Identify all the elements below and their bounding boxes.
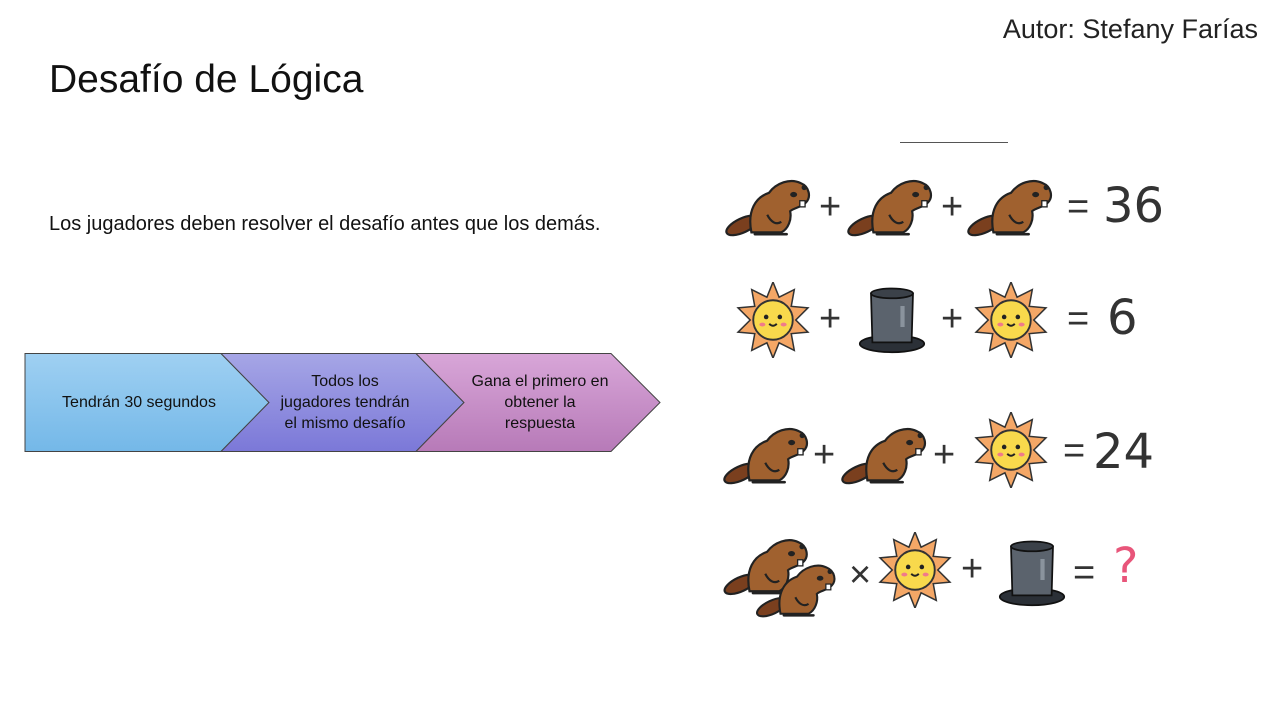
sun-icon xyxy=(973,282,1049,358)
top-hat-icon xyxy=(857,282,927,358)
step-3-label: Gana el primero en obtener la respuesta xyxy=(471,373,609,432)
equals-operator: = xyxy=(1067,298,1090,340)
equation-row-1: + + = 36 xyxy=(715,160,1175,250)
beaver-icon xyxy=(967,170,1055,242)
beaver-icon xyxy=(753,556,841,622)
divider-line xyxy=(900,142,1008,143)
chevron-step-3 xyxy=(414,353,661,452)
plus-operator: + xyxy=(933,434,956,476)
step-1-label: Tendrán 30 segundos xyxy=(62,394,216,411)
step-2-label: Todos los jugadores tendrán el mismo des… xyxy=(280,373,410,432)
plus-operator: + xyxy=(961,548,984,590)
result-value: 6 xyxy=(1107,290,1138,346)
equals-operator: = xyxy=(1073,552,1096,594)
plus-operator: + xyxy=(941,298,964,340)
beaver-icon xyxy=(723,418,811,490)
chevron-shapes xyxy=(24,353,661,452)
description-text: Los jugadores deben resolver el desafío … xyxy=(49,213,601,235)
result-value: 36 xyxy=(1103,178,1165,234)
equation-row-3: + + = 24 xyxy=(715,408,1175,498)
sun-icon xyxy=(877,532,953,608)
top-hat-icon xyxy=(997,534,1067,612)
plus-operator: + xyxy=(813,434,836,476)
beaver-icon xyxy=(725,170,813,242)
plus-operator: + xyxy=(819,298,842,340)
times-operator: × xyxy=(849,554,872,596)
beaver-icon xyxy=(841,418,929,490)
plus-operator: + xyxy=(819,186,842,228)
plus-operator: + xyxy=(941,186,964,228)
author-label: Autor: Stefany Farías xyxy=(1002,14,1258,44)
beaver-icon xyxy=(847,170,935,242)
equation-row-2: + + = 6 xyxy=(715,278,1175,368)
process-chevrons: Tendrán 30 segundos Todos los jugadores … xyxy=(24,353,664,453)
equals-operator: = xyxy=(1063,430,1086,472)
equation-row-4: × + = ? xyxy=(715,528,1175,618)
equals-operator: = xyxy=(1067,186,1090,228)
sun-icon xyxy=(973,412,1049,488)
result-value: 24 xyxy=(1093,424,1155,480)
slide-title: Desafío de Lógica xyxy=(49,58,364,101)
sun-icon xyxy=(735,282,811,358)
question-mark: ? xyxy=(1113,538,1139,594)
logic-puzzle: + + = 36 + + = 6 + + = 24 × + = ? xyxy=(715,150,1175,630)
